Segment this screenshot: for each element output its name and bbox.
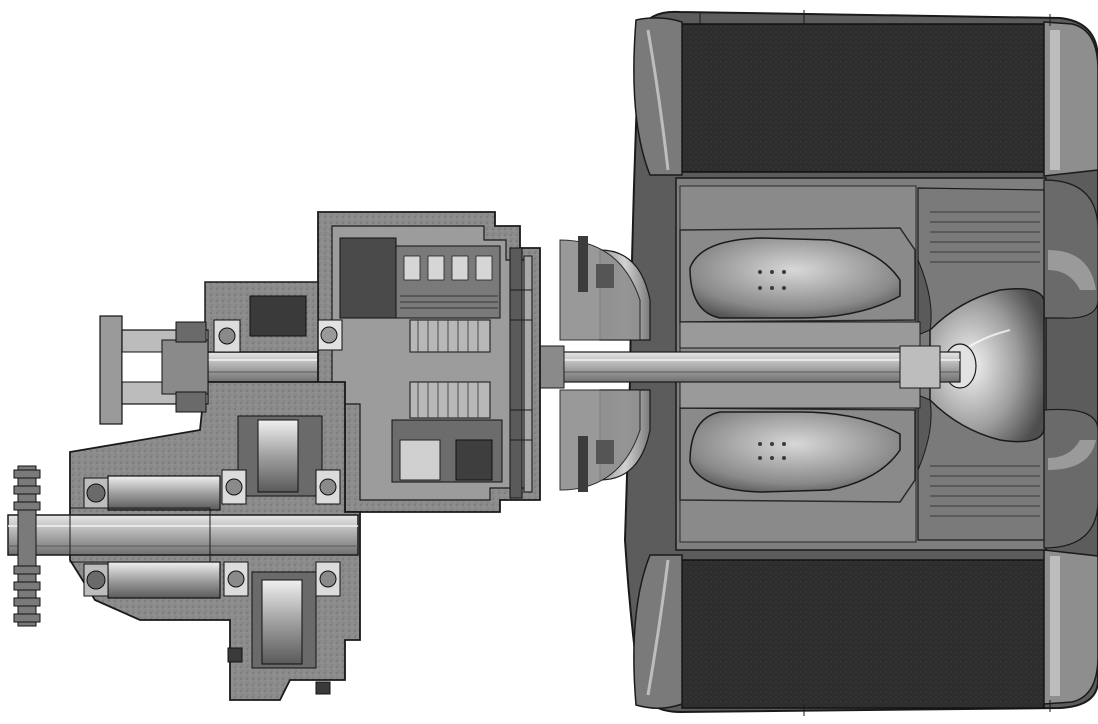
output-shaft bbox=[7, 514, 359, 556]
upper-heat-exchanger-core bbox=[681, 23, 1045, 173]
input-flange bbox=[99, 315, 209, 425]
lower-drum bbox=[107, 561, 221, 599]
lower-heat-exchanger-core bbox=[681, 559, 1045, 709]
upper-combustor bbox=[689, 237, 901, 319]
upper-drum bbox=[107, 475, 221, 511]
output-spline-gear bbox=[13, 465, 41, 627]
output-housing bbox=[7, 281, 361, 701]
reduction-gearbox bbox=[315, 211, 541, 513]
lower-combustor bbox=[689, 411, 901, 493]
detail-lines bbox=[699, 10, 1051, 716]
inlet-bell bbox=[929, 288, 1045, 443]
